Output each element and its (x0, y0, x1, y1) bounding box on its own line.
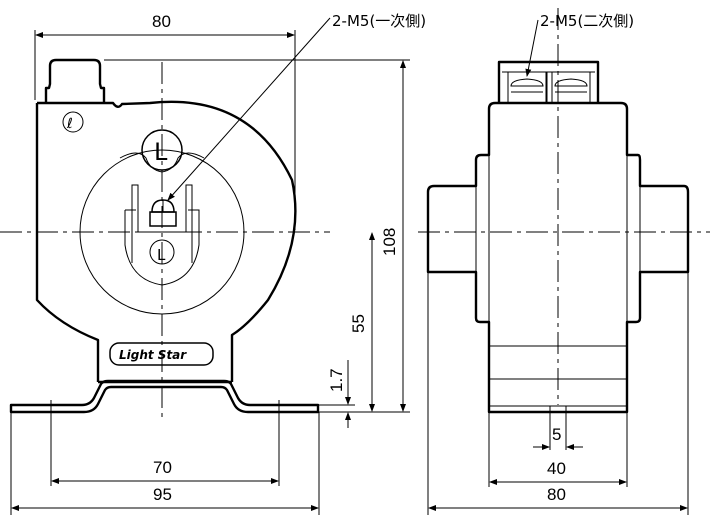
side-body-outline (426, 101, 690, 414)
secondary-terminal-label: 2-M5(二次側) (540, 12, 634, 30)
front-view: L L ℓ Light Star 2-M5(一次側) (0, 12, 426, 420)
dim-terminal-gap: 5 (552, 425, 561, 444)
base-plate (9, 379, 320, 414)
side-dimensions: 5 40 80 (427, 272, 689, 515)
dim-base-thickness: 1.7 (327, 368, 346, 392)
dim-side-body-width: 40 (547, 459, 566, 478)
script-mark-circle (62, 111, 84, 133)
primary-terminal-base (149, 211, 177, 227)
dim-front-width: 80 (152, 12, 171, 31)
secondary-terminal-left (507, 71, 547, 104)
dim-front-height: 108 (380, 228, 399, 256)
body-left-edge (35, 103, 100, 382)
secondary-terminal-box (497, 60, 600, 103)
dim-side-overall-width: 80 (547, 485, 566, 504)
primary-leader (167, 17, 331, 201)
primary-mark-l: L (154, 138, 168, 166)
brand-label: Light Star (119, 348, 187, 362)
primary-terminal-label: 2-M5(一次側) (332, 12, 426, 30)
dim-center-height: 55 (349, 314, 368, 333)
side-view: 2-M5(二次側) (418, 8, 710, 414)
body-outline (37, 100, 297, 382)
dim-base-width: 95 (153, 485, 172, 504)
dim-mount-pitch: 70 (153, 458, 172, 477)
secondary-terminal-cover (44, 58, 106, 103)
front-dimensions: 80 108 55 1.7 70 95 (10, 12, 410, 515)
script-mark: ℓ (66, 116, 73, 132)
secondary-leader (525, 19, 539, 77)
